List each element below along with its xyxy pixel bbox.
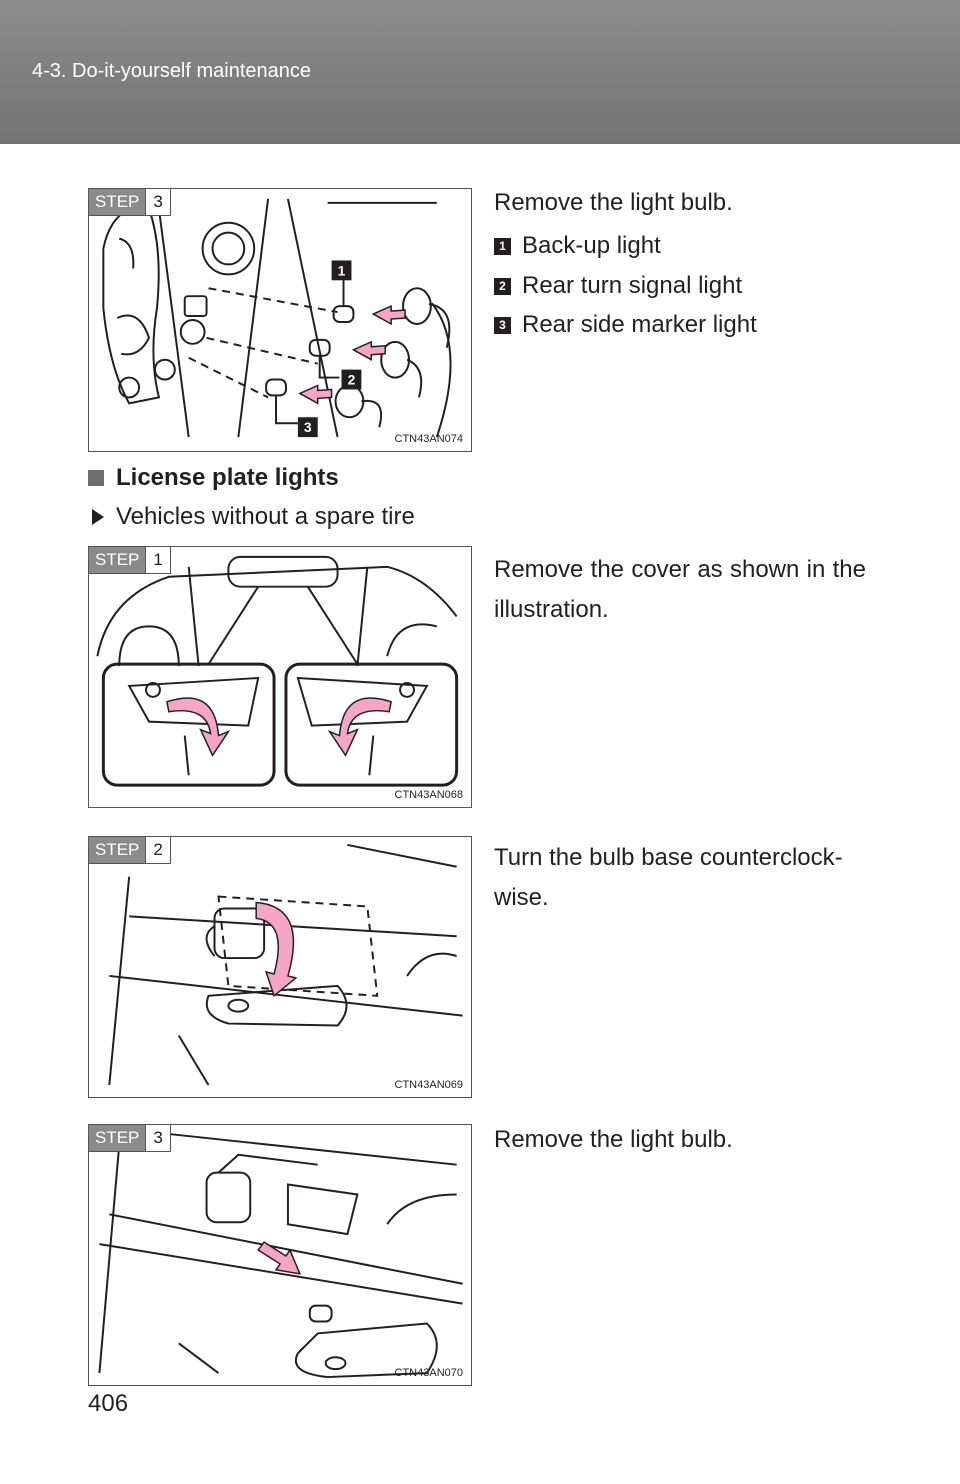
step-number: 3 <box>145 189 170 215</box>
step3-instruction: Remove the light bulb. <box>494 189 733 216</box>
figure-rear-light-bulbs: STEP 3 <box>88 188 472 452</box>
legend-label: Back-up light <box>522 232 661 259</box>
step-badge: STEP 1 <box>89 547 171 574</box>
step-word: STEP <box>89 189 146 215</box>
section-square-icon <box>88 470 104 486</box>
legend-item-turn-signal: 2 Rear turn signal light <box>494 272 742 300</box>
step-word: STEP <box>89 837 146 863</box>
figure-code: CTN43AN068 <box>394 789 463 801</box>
figure-turn-bulb-base: STEP 2 CTN43AN069 <box>88 836 472 1098</box>
figure-remove-cover: STEP 1 CTN43AN068 <box>88 546 472 808</box>
step-number: 1 <box>145 547 170 573</box>
license-bulb-illustration <box>98 1131 463 1379</box>
legend-item-side-marker: 3 Rear side marker light <box>494 311 757 339</box>
page-number: 406 <box>88 1390 129 1417</box>
step2-instruction: Turn the bulb base counterclock-wise. <box>494 844 843 911</box>
step-word: STEP <box>89 547 146 573</box>
header-title: 4-3. Do-it-yourself maintenance <box>32 60 312 82</box>
legend-label: Rear side marker light <box>522 311 757 338</box>
step-word: STEP <box>89 1125 146 1151</box>
step-badge: STEP 3 <box>89 1125 171 1152</box>
page-header: 4-3. Do-it-yourself maintenance <box>0 0 960 144</box>
bulb-base-illustration <box>108 843 463 1086</box>
figure-code: CTN43AN074 <box>394 433 463 445</box>
callout-3: 3 <box>304 419 312 435</box>
step-number: 3 <box>145 1125 170 1151</box>
step1-instruction: Remove the cover as shown in the illustr… <box>494 556 866 623</box>
figure-remove-license-bulb: STEP 3 CTN43AN070 <box>88 1124 472 1386</box>
legend-number-3: 3 <box>494 316 511 334</box>
step3-license-instruction: Remove the light bulb. <box>494 1126 733 1153</box>
figure-code: CTN43AN069 <box>394 1079 463 1091</box>
legend-label: Rear turn signal light <box>522 272 743 299</box>
section-title: License plate lights <box>116 464 339 491</box>
legend-number-2: 2 <box>494 277 511 295</box>
step-badge: STEP 2 <box>89 837 171 864</box>
legend-number-1: 1 <box>494 237 511 255</box>
legend-item-backup: 1 Back-up light <box>494 232 661 260</box>
section-heading: License plate lights <box>88 464 339 492</box>
subsection-title: Vehicles without a spare tire <box>116 503 415 530</box>
callout-2: 2 <box>348 372 356 388</box>
triangle-bullet-icon <box>92 509 104 525</box>
rear-light-illustration: 1 2 3 <box>102 198 452 438</box>
callout-1: 1 <box>338 262 346 278</box>
step-number: 2 <box>145 837 170 863</box>
figure-code: CTN43AN070 <box>394 1367 463 1379</box>
cover-illustration <box>96 555 459 787</box>
step-badge: STEP 3 <box>89 189 171 216</box>
subsection-heading: Vehicles without a spare tire <box>92 503 415 531</box>
